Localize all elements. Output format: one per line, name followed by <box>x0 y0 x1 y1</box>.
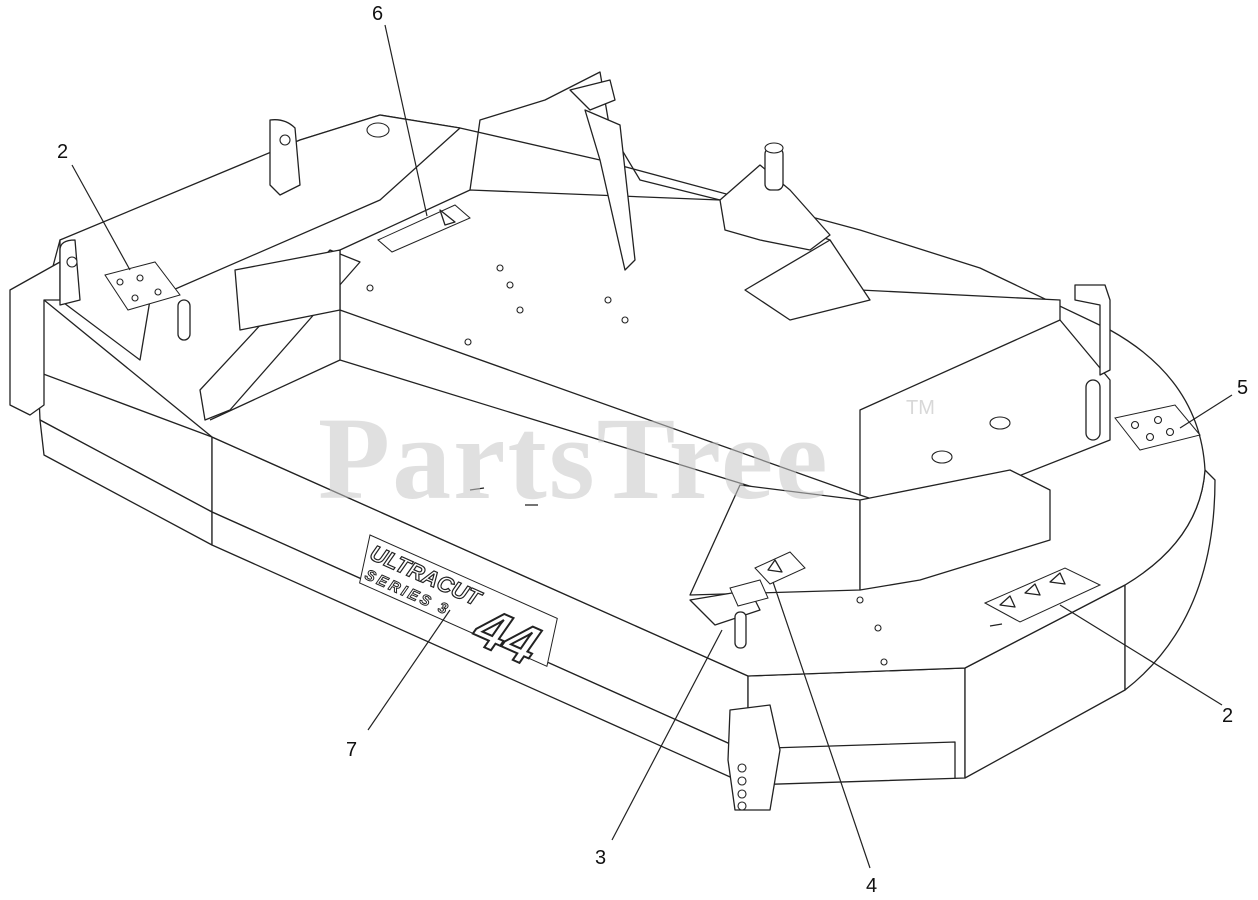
callout-7: 7 <box>346 739 357 761</box>
decal-6 <box>377 204 471 253</box>
callout-6: 6 <box>372 3 383 25</box>
right-frame <box>689 284 1111 596</box>
left-frame <box>9 114 461 421</box>
callout-2-right: 2 <box>1222 705 1233 727</box>
pivot-bracket <box>719 142 871 321</box>
decal-3 <box>729 579 769 607</box>
deck-holes <box>366 264 1003 666</box>
callouts: 6 2 5 2 7 3 4 <box>57 3 1248 897</box>
watermark: PartsTree <box>318 393 830 524</box>
callout-3: 3 <box>595 847 606 869</box>
decal-4 <box>754 551 806 585</box>
callout-4: 4 <box>866 875 877 897</box>
callout-5: 5 <box>1237 377 1248 399</box>
decal-2a <box>104 261 181 311</box>
decal-2b <box>983 567 1102 623</box>
callout-2-left: 2 <box>57 141 68 163</box>
leader-lines <box>71 24 1233 869</box>
decal-5 <box>1114 404 1201 451</box>
watermark-tm: TM <box>906 397 935 419</box>
